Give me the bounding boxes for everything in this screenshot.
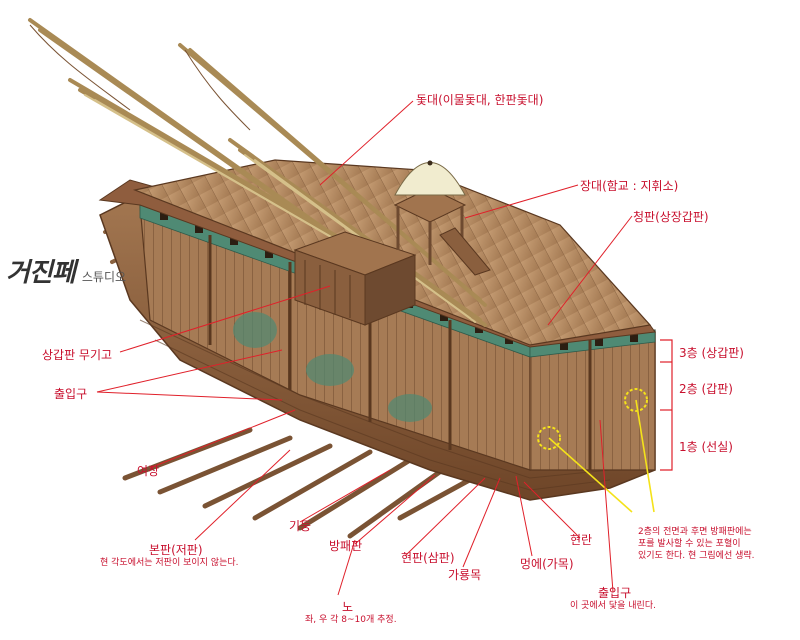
label-entrance-left: 출입구 xyxy=(54,387,88,401)
note-bottom-plank: 현 각도에서는 저판이 보이지 않는다. xyxy=(100,558,239,568)
label-side-rail: 현란 xyxy=(570,533,593,547)
weapon-storage xyxy=(293,231,417,326)
note-entrance-bow: 이 곳에서 닻을 내린다. xyxy=(570,601,656,611)
cannon-port-markers xyxy=(537,388,648,450)
label-shield-board: 방패판 xyxy=(329,539,363,553)
label-tier-3: 3층 (상갑판) xyxy=(679,346,744,360)
logo-main-text: 거진페 xyxy=(6,258,76,288)
note-cannon-2: 포를 발사할 수 있는 포혈이 xyxy=(638,539,741,549)
label-beam: 가룡목 xyxy=(448,568,482,582)
label-mast: 돛대(이물돛대, 한판돛대) xyxy=(416,93,544,107)
label-hull-crossbeam: 멍에(가목) xyxy=(520,557,574,571)
label-oar: 노 xyxy=(342,600,354,614)
label-pillar: 기둥 xyxy=(289,519,312,533)
red-leaders xyxy=(96,100,633,596)
tier-bracket xyxy=(660,339,673,471)
label-side-plank: 현판(삼판) xyxy=(401,551,455,565)
dragon-paintings xyxy=(233,312,432,422)
logo-sub-text: 스튜디오 xyxy=(81,270,127,284)
note-cannon-3: 있기도 한다. 현 그림에선 생략. xyxy=(638,551,755,561)
label-upper-deck-plank: 청판(상장갑판) xyxy=(633,210,709,224)
label-tier-1: 1층 (선실) xyxy=(679,440,733,454)
label-bottom-plank: 본판(저판) xyxy=(149,543,203,557)
note-oar: 좌, 우 각 8~10개 추정. xyxy=(305,615,397,625)
studio-logo: 거진페 스튜디오 xyxy=(6,252,126,289)
label-tier-2: 2층 (갑판) xyxy=(679,382,733,396)
yellow-leaders xyxy=(548,399,655,513)
label-command-post: 장대(함교 : 지휘소) xyxy=(580,179,679,193)
label-oar-port: 여장 xyxy=(137,464,160,478)
label-entrance-bow: 출입구 xyxy=(598,586,632,600)
label-upper-deck-weapons: 상갑판 무기고 xyxy=(42,348,113,362)
note-cannon-1: 2층의 전면과 후면 방패판에는 xyxy=(638,527,752,537)
command-post xyxy=(393,160,491,276)
